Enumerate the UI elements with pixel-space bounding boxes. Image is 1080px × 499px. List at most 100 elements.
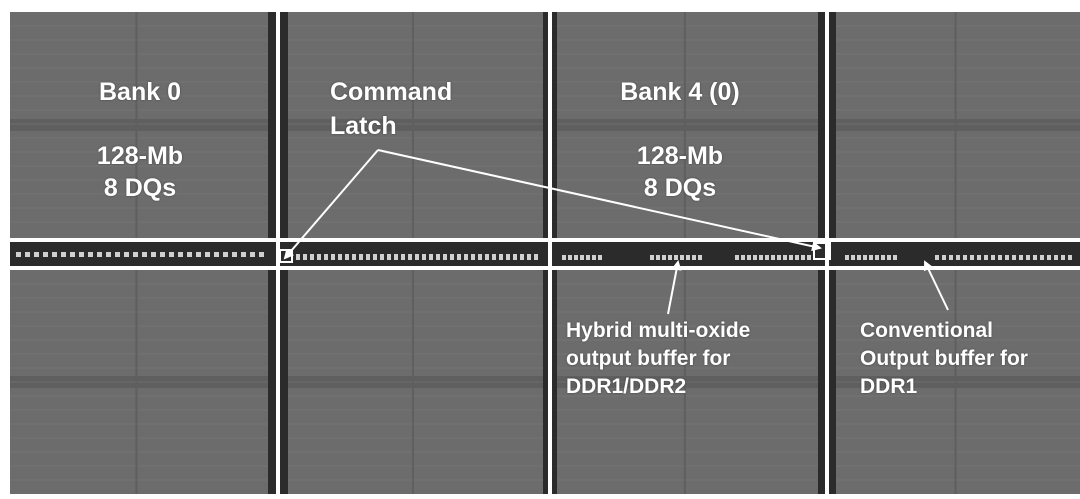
bond-pad — [586, 255, 590, 260]
bond-pad — [464, 254, 468, 260]
conventional-buffer-arrow — [923, 260, 949, 311]
bond-pad — [331, 254, 335, 260]
bank0-dqs: 8 DQs — [103, 174, 177, 202]
bond-pad — [998, 255, 1002, 260]
bond-pad — [662, 255, 666, 260]
conv-label-line2: Output buffer for — [860, 347, 1028, 370]
bond-pad — [893, 255, 897, 260]
bond-pad — [851, 255, 855, 260]
bank4-size: 128-Mb — [636, 142, 724, 170]
bond-pad — [527, 254, 531, 260]
bond-pad — [471, 254, 475, 260]
bond-pad — [1054, 255, 1058, 260]
bond-pad — [142, 252, 147, 257]
bond-pad — [196, 252, 201, 257]
bond-pad — [296, 254, 300, 260]
bond-pad — [79, 252, 84, 257]
bond-pad — [1068, 255, 1072, 260]
bond-pad — [741, 255, 745, 260]
bond-pad — [1033, 255, 1037, 260]
bond-pad — [187, 252, 192, 257]
bank4-title: Bank 4 (0) — [620, 78, 740, 106]
bond-pad — [97, 252, 102, 257]
command-latch-arrow-right — [377, 149, 822, 252]
bond-pad — [942, 255, 946, 260]
bond-pad — [16, 252, 21, 257]
bond-pad — [160, 252, 165, 257]
bond-pad — [1061, 255, 1065, 260]
bond-pad — [686, 255, 690, 260]
bond-pad — [133, 252, 138, 257]
bond-pad — [205, 252, 210, 257]
bond-pad — [777, 255, 781, 260]
bond-pad — [429, 254, 433, 260]
bond-pad — [771, 255, 775, 260]
bond-pad — [789, 255, 793, 260]
bond-pad — [303, 254, 307, 260]
bond-pad — [568, 255, 572, 260]
bond-pad — [783, 255, 787, 260]
sub-array-seam — [836, 119, 1080, 131]
command-label-line2: Latch — [330, 112, 397, 140]
bank0-title: Bank 0 — [99, 78, 181, 106]
bond-pad — [674, 255, 678, 260]
bank0-size: 128-Mb — [96, 142, 184, 170]
hybrid-label-line2: output buffer for — [566, 347, 731, 370]
command-latch-arrow-left — [283, 149, 379, 260]
gutter-bottom — [10, 266, 1080, 270]
bond-pad — [373, 254, 377, 260]
bond-pad — [436, 254, 440, 260]
bond-pad — [408, 254, 412, 260]
bond-pad — [949, 255, 953, 260]
bond-pad — [401, 254, 405, 260]
bond-pad — [759, 255, 763, 260]
bond-pad — [1012, 255, 1016, 260]
bond-pad — [887, 255, 891, 260]
bond-pad — [415, 254, 419, 260]
bond-pad — [680, 255, 684, 260]
bond-pad — [735, 255, 739, 260]
gutter-top — [10, 238, 1080, 242]
bond-pad — [310, 254, 314, 260]
bond-pad — [881, 255, 885, 260]
bond-pad — [352, 254, 356, 260]
bond-pad — [214, 252, 219, 257]
bond-pad — [450, 254, 454, 260]
bond-pad — [592, 255, 596, 260]
hybrid-label-line3: DDR1/DDR2 — [566, 375, 687, 398]
bond-pad — [124, 252, 129, 257]
hybrid-label-line1: Hybrid multi-oxide — [566, 319, 751, 342]
bond-pad — [935, 255, 939, 260]
sub-array-seam — [10, 119, 268, 131]
bond-pad — [970, 255, 974, 260]
bond-pad — [753, 255, 757, 260]
bond-pad — [963, 255, 967, 260]
bond-pad — [1026, 255, 1030, 260]
bond-pad — [106, 252, 111, 257]
bond-pad — [380, 254, 384, 260]
bond-pad — [259, 252, 264, 257]
bond-pad — [52, 252, 57, 257]
bond-pad — [88, 252, 93, 257]
bond-pad — [394, 254, 398, 260]
bond-pad — [656, 255, 660, 260]
bond-pad — [457, 254, 461, 260]
bond-pad — [1019, 255, 1023, 260]
bond-pad — [422, 254, 426, 260]
bond-pad — [991, 255, 995, 260]
bond-pad — [765, 255, 769, 260]
bond-pad — [598, 255, 602, 260]
bond-pad — [984, 255, 988, 260]
bond-pad — [513, 254, 517, 260]
bond-pad — [1040, 255, 1044, 260]
bond-pad — [520, 254, 524, 260]
bond-pad — [807, 255, 811, 260]
bank4-dqs: 8 DQs — [643, 174, 717, 202]
bond-pad — [324, 254, 328, 260]
bond-pad — [869, 255, 873, 260]
bond-pad — [366, 254, 370, 260]
bond-pad — [562, 255, 566, 260]
bond-pad — [692, 255, 696, 260]
